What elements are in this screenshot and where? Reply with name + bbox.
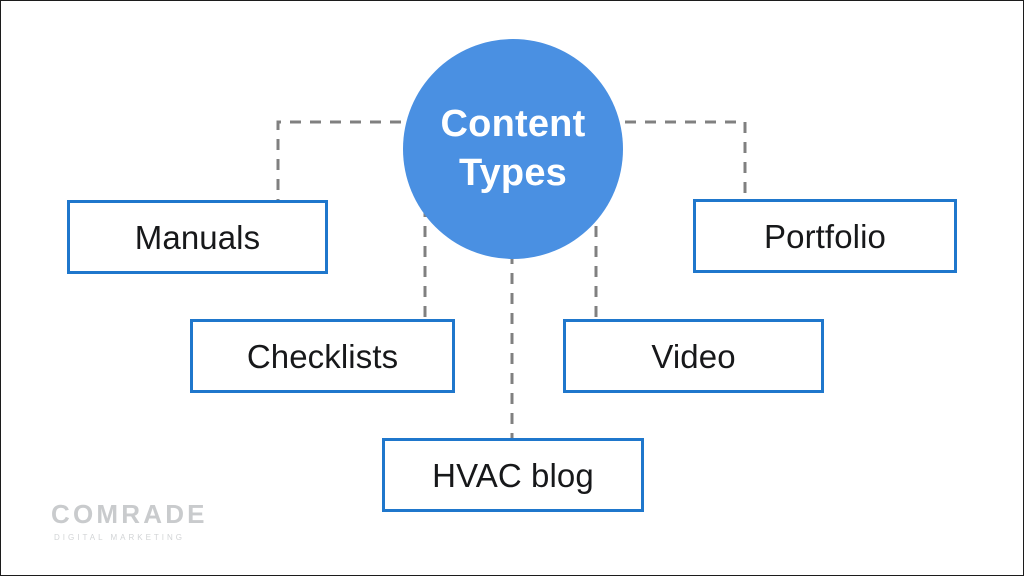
- node-hvac-blog-label: HVAC blog: [432, 456, 594, 494]
- node-manuals[interactable]: Manuals: [67, 200, 328, 274]
- node-video[interactable]: Video: [563, 319, 824, 393]
- hub-node-label: Content Types: [440, 103, 586, 194]
- watermark-brand: COMRADE: [51, 499, 208, 529]
- node-hvac-blog[interactable]: HVAC blog: [382, 438, 644, 512]
- node-portfolio[interactable]: Portfolio: [693, 199, 957, 273]
- node-checklists[interactable]: Checklists: [190, 319, 455, 393]
- node-portfolio-label: Portfolio: [764, 217, 886, 255]
- node-video-label: Video: [651, 337, 736, 375]
- connector-to-manuals: [276, 120, 421, 201]
- connector-to-portfolio: [605, 120, 747, 200]
- node-manuals-label: Manuals: [134, 218, 261, 256]
- watermark-tagline: DIGITAL MARKETING: [54, 533, 186, 542]
- hub-node-content-types[interactable]: Content Types: [403, 39, 623, 259]
- comrade-watermark: COMRADE DIGITAL MARKETING: [51, 501, 208, 542]
- node-checklists-label: Checklists: [246, 337, 399, 375]
